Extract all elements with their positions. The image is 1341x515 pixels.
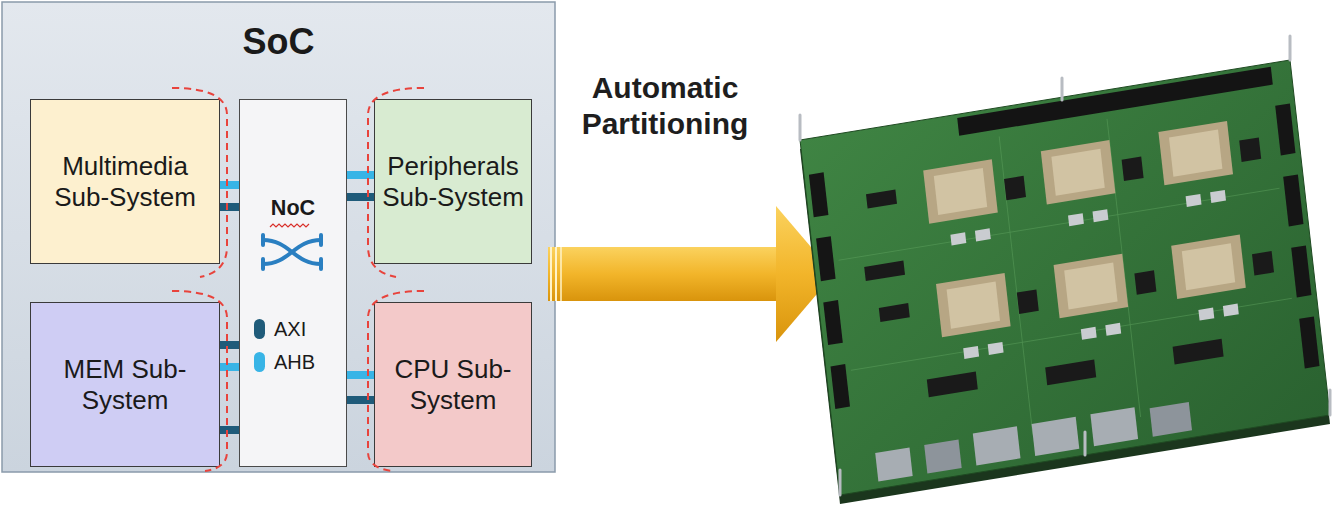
legend-swatch: [254, 319, 265, 339]
box-label: MEM Sub-System: [37, 354, 213, 416]
panel-title: SoC: [2, 20, 555, 63]
bus-connector: [347, 193, 374, 201]
box-label: CPU Sub-System: [381, 354, 525, 416]
crossbar-symbol: [263, 235, 321, 269]
bus-connector: [220, 181, 239, 189]
legend-row: AHB: [254, 345, 315, 378]
arrow-label: Automatic Partitioning: [558, 70, 772, 142]
subsystem-box: Peripherals Sub-System: [374, 99, 532, 264]
legend-text: AHB: [274, 350, 315, 374]
subsystem-box: MEM Sub-System: [30, 302, 220, 467]
partition-brackets: [172, 88, 424, 471]
bus-connector: [220, 203, 239, 211]
noc-title: NoC: [240, 195, 346, 221]
bus-connector: [220, 363, 239, 371]
arrow-caption: Automatic Partitioning: [558, 70, 772, 142]
bus-connector: [347, 171, 374, 179]
subsystem-box: Multimedia Sub-System: [30, 99, 220, 264]
bus-connector: [220, 341, 239, 349]
box-label: Peripherals Sub-System: [381, 151, 525, 213]
fpga-board: [800, 36, 1330, 504]
legend-swatch: [254, 352, 265, 372]
noc-box: NoC: [239, 99, 347, 467]
fpga-chips: [923, 121, 1246, 337]
soc-panel: [2, 2, 555, 472]
soc-panel: SoC Multimedia Sub-SystemNoC Peripherals S…: [2, 2, 555, 472]
bus-connector: [220, 426, 239, 434]
bus-connector: [347, 371, 374, 379]
bus-legend: AXI AHB: [254, 312, 315, 378]
partition-arrow: [548, 206, 834, 342]
legend-text: AXI: [274, 317, 306, 341]
bus-connector: [347, 396, 374, 404]
subsystem-box: CPU Sub-System: [374, 302, 532, 467]
legend-row: AXI: [254, 312, 315, 345]
spellcheck-underline: [270, 224, 309, 227]
box-label: Multimedia Sub-System: [37, 151, 213, 213]
